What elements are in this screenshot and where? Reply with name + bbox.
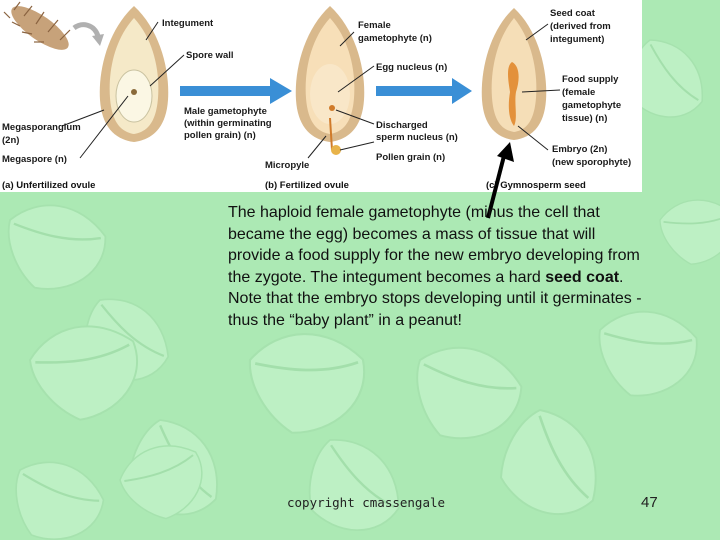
arrow-head-icon bbox=[92, 34, 104, 46]
gymnosperm-seed bbox=[481, 8, 547, 140]
label-micropyle: Micropyle bbox=[265, 160, 309, 171]
label-egg-nucleus: Egg nucleus (n) bbox=[376, 62, 447, 73]
stage-arrow-icon bbox=[180, 78, 292, 104]
label-seed-coat: Seed coat bbox=[550, 8, 596, 19]
label-embryo: Embryo (2n) bbox=[552, 144, 607, 155]
leaf-decoration bbox=[0, 186, 119, 302]
label-food-supply: Food supply bbox=[562, 74, 619, 85]
label-male-gametophyte-line2: (within germinating bbox=[184, 118, 272, 129]
label-female-gametophyte: Female bbox=[358, 20, 391, 31]
label-seed-coat-line2: (derived from bbox=[550, 21, 611, 32]
leader-lines bbox=[61, 21, 561, 159]
body-line: thus the “baby plant” in a peanut! bbox=[228, 311, 462, 329]
label-discharged-line2: sperm nucleus (n) bbox=[376, 132, 458, 143]
body-line: The haploid female gametophyte (minus th… bbox=[228, 204, 600, 221]
body-line: Note that the embryo stops developing un… bbox=[228, 290, 642, 307]
stage-arrow-icon bbox=[376, 78, 472, 104]
caption-b: (b) Fertilized ovule bbox=[265, 180, 349, 191]
label-male-gametophyte-line3: pollen grain) (n) bbox=[184, 130, 256, 141]
leaf-decoration bbox=[298, 432, 414, 540]
label-food-supply-line4: tissue) (n) bbox=[562, 113, 607, 124]
body-line: provide a food supply for the new embryo… bbox=[228, 247, 640, 264]
leaf-decoration bbox=[408, 331, 533, 450]
label-megasporangium-ploidy: (2n) bbox=[2, 135, 19, 146]
body-line: . bbox=[619, 268, 624, 286]
unfertilized-ovule bbox=[99, 6, 169, 142]
label-discharged: Discharged bbox=[376, 120, 428, 131]
page-number: 47 bbox=[641, 494, 658, 511]
label-seed-coat-line3: integument) bbox=[550, 34, 604, 45]
fertilized-ovule bbox=[295, 6, 365, 155]
label-integument: Integument bbox=[162, 18, 214, 29]
label-food-supply-line3: gametophyte bbox=[562, 100, 621, 111]
body-line: the zygote. The integument becomes a har… bbox=[228, 268, 546, 286]
label-embryo-line2: (new sporophyte) bbox=[552, 157, 631, 168]
label-food-supply-line2: (female bbox=[562, 87, 595, 98]
caption-c: (c) Gymnosperm seed bbox=[486, 180, 586, 191]
copyright-text: copyright cmassengale bbox=[287, 495, 446, 510]
label-pollen-grain: Pollen grain (n) bbox=[376, 152, 445, 163]
label-megaspore: Megaspore (n) bbox=[2, 154, 67, 165]
label-megasporangium: Megasporangium bbox=[2, 122, 81, 133]
leaf-decoration bbox=[10, 452, 110, 540]
curved-arrow-icon bbox=[72, 22, 101, 38]
ovule-diagram: Integument Spore wall Megasporangium (2n… bbox=[0, 0, 642, 192]
label-male-gametophyte: Male gametophyte bbox=[184, 106, 267, 117]
body-line: became the egg) becomes a mass of tissue… bbox=[228, 225, 596, 243]
label-spore-wall: Spore wall bbox=[186, 50, 234, 61]
pine-cone-illustration bbox=[3, 1, 71, 50]
caption-a: (a) Unfertilized ovule bbox=[2, 180, 95, 191]
label-female-gametophyte-line2: gametophyte (n) bbox=[358, 33, 432, 44]
seed-coat-term: seed coat bbox=[545, 268, 620, 286]
body-paragraph: The haploid female gametophyte (minus th… bbox=[228, 202, 704, 331]
